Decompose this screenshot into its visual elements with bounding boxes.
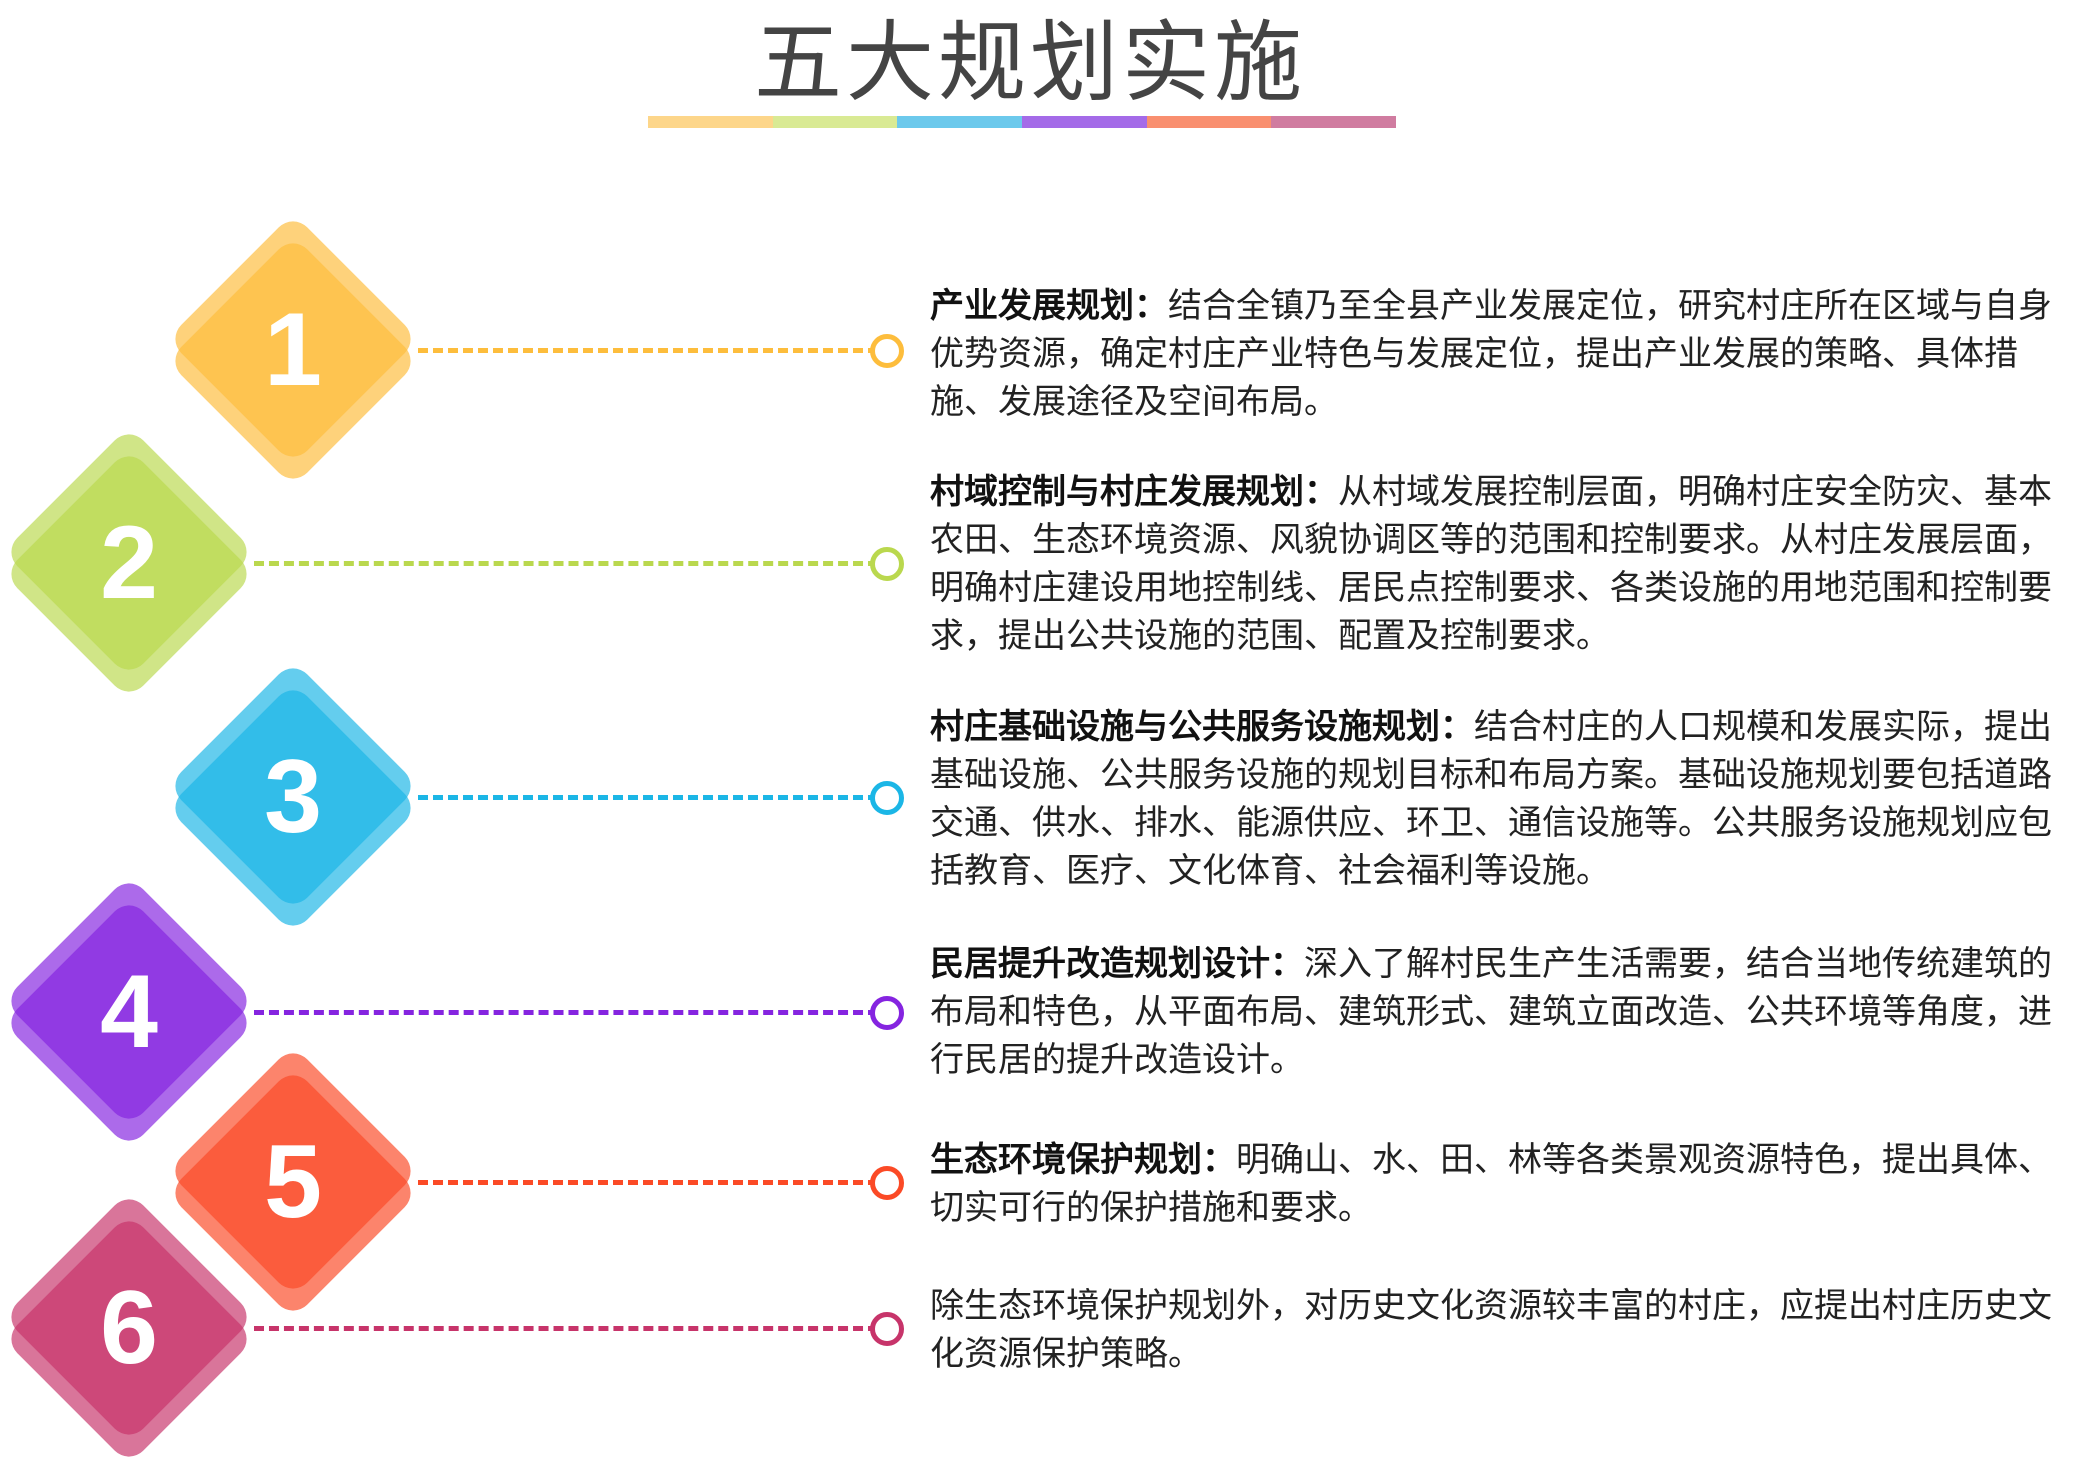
step-description-3: 村庄基础设施与公共服务设施规划：结合村庄的人口规模和发展实际，提出基础设施、公共… (930, 703, 2060, 895)
step-heading: 生态环境保护规划： (930, 1140, 1236, 1180)
connector-node-icon (870, 334, 904, 368)
step-number: 4 (100, 953, 158, 1070)
dashed-connector (254, 561, 878, 566)
dashed-connector (418, 1180, 878, 1185)
step-number: 2 (100, 504, 158, 621)
step-number: 1 (264, 291, 322, 408)
step-text: 除生态环境保护规划外，对历史文化资源较丰富的村庄，应提出村庄历史文化资源保护策略… (930, 1286, 2052, 1374)
step-description-4: 民居提升改造规划设计：深入了解村民生产生活需要，结合当地传统建筑的布局和特色，从… (930, 940, 2060, 1084)
step-description-5: 生态环境保护规划：明确山、水、田、林等各类景观资源特色，提出具体、切实可行的保护… (930, 1136, 2060, 1232)
step-number: 5 (264, 1123, 322, 1240)
step-marker-6: 6 (0, 1183, 264, 1473)
step-text: 结合全镇乃至全县产业发展定位，研究村庄所在区域与自身优势资源，确定村庄产业特色与… (930, 286, 2052, 422)
underline-segment (897, 116, 1023, 128)
connector-node-icon (870, 547, 904, 581)
step-description-6: 除生态环境保护规划外，对历史文化资源较丰富的村庄，应提出村庄历史文化资源保护策略… (930, 1282, 2060, 1378)
page-title: 五大规划实施 (753, 11, 1306, 114)
step-marker-2: 2 (0, 418, 264, 708)
step-description-1: 产业发展规划：结合全镇乃至全县产业发展定位，研究村庄所在区域与自身优势资源，确定… (930, 282, 2060, 426)
step-heading: 产业发展规划： (930, 286, 1168, 326)
title-underline (648, 116, 1397, 128)
dashed-connector (254, 1326, 878, 1331)
underline-segment (1146, 116, 1272, 128)
step-heading: 村域控制与村庄发展规划： (930, 472, 1338, 512)
step-description-2: 村域控制与村庄发展规划：从村域发展控制层面，明确村庄安全防灾、基本农田、生态环境… (930, 468, 2060, 660)
connector-node-icon (870, 781, 904, 815)
step-marker-3: 3 (158, 652, 428, 942)
step-text: 从村域发展控制层面，明确村庄安全防灾、基本农田、生态环境资源、风貌协调区等的范围… (930, 472, 2052, 656)
step-marker-5: 5 (158, 1037, 428, 1327)
underline-segment (1271, 116, 1397, 128)
step-heading: 民居提升改造规划设计： (930, 944, 1304, 984)
step-number: 6 (100, 1269, 158, 1386)
connector-node-icon (870, 1312, 904, 1346)
connector-node-icon (870, 1166, 904, 1200)
underline-segment (1022, 116, 1147, 128)
step-text: 结合村庄的人口规模和发展实际，提出基础设施、公共服务设施的规划目标和布局方案。基… (930, 707, 2052, 891)
step-heading: 村庄基础设施与公共服务设施规划： (930, 707, 1474, 747)
step-text: 深入了解村民生产生活需要，结合当地传统建筑的布局和特色，从平面布局、建筑形式、建… (930, 944, 2052, 1080)
dashed-connector (418, 348, 878, 353)
step-marker-4: 4 (0, 867, 264, 1157)
underline-segment (648, 116, 773, 128)
step-marker-1: 1 (158, 205, 428, 495)
dashed-connector (418, 795, 878, 800)
underline-segment (772, 116, 898, 128)
connector-node-icon (870, 996, 904, 1030)
dashed-connector (254, 1010, 878, 1015)
step-text: 明确山、水、田、林等各类景观资源特色，提出具体、切实可行的保护措施和要求。 (930, 1140, 2052, 1228)
step-number: 3 (264, 738, 322, 855)
